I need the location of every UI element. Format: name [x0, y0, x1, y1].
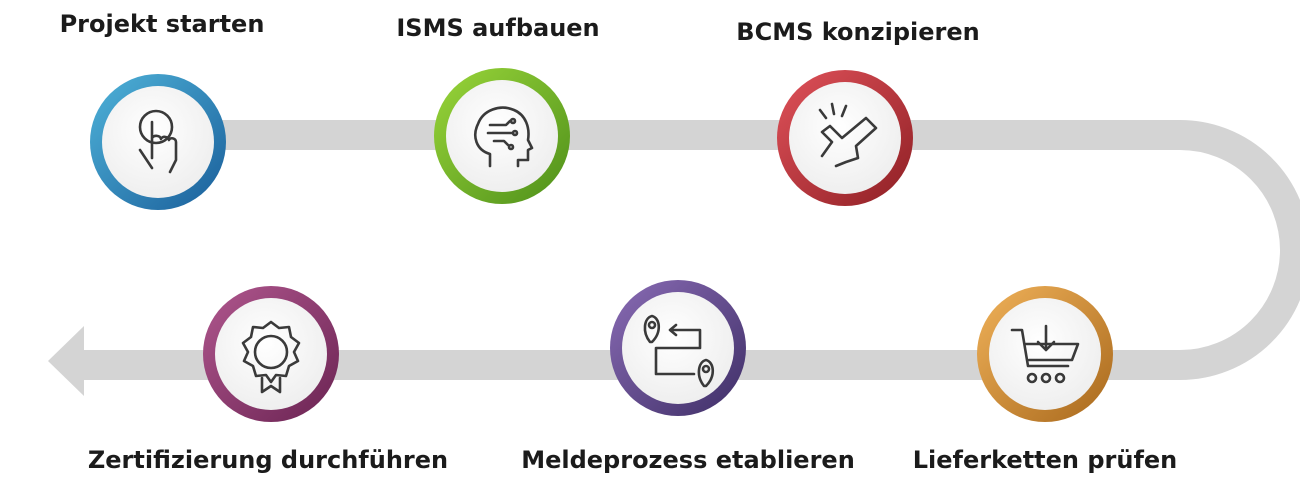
- path-arrowhead: [48, 326, 84, 396]
- step-label-meldeprozess-etablieren: Meldeprozess etablieren: [521, 446, 855, 474]
- step-meldeprozess-etablieren: [610, 280, 746, 416]
- path-track: [70, 120, 1300, 380]
- route-pins-icon: [643, 314, 715, 388]
- step-label-isms-aufbauen: ISMS aufbauen: [396, 14, 600, 42]
- head-circuit-icon: [474, 106, 534, 168]
- step-isms-aufbauen: [434, 68, 570, 204]
- step-zertifizierung-durchfuehren: [203, 286, 339, 422]
- step-label-bcms-konzipieren: BCMS konzipieren: [736, 18, 980, 46]
- pointing-hand-icon: [138, 109, 178, 174]
- step-bcms-konzipieren: [777, 70, 913, 206]
- shopping-cart-download-icon: [1010, 324, 1080, 384]
- step-label-zertifizierung-durchfuehren: Zertifizierung durchführen: [87, 446, 449, 474]
- step-lieferketten-pruefen: [977, 286, 1113, 422]
- step-label-lieferketten-pruefen: Lieferketten prüfen: [912, 446, 1178, 474]
- step-label-projekt-starten: Projekt starten: [59, 10, 265, 38]
- hand-snap-icon: [818, 102, 878, 168]
- step-projekt-starten: [90, 74, 226, 210]
- award-badge-icon: [241, 320, 301, 394]
